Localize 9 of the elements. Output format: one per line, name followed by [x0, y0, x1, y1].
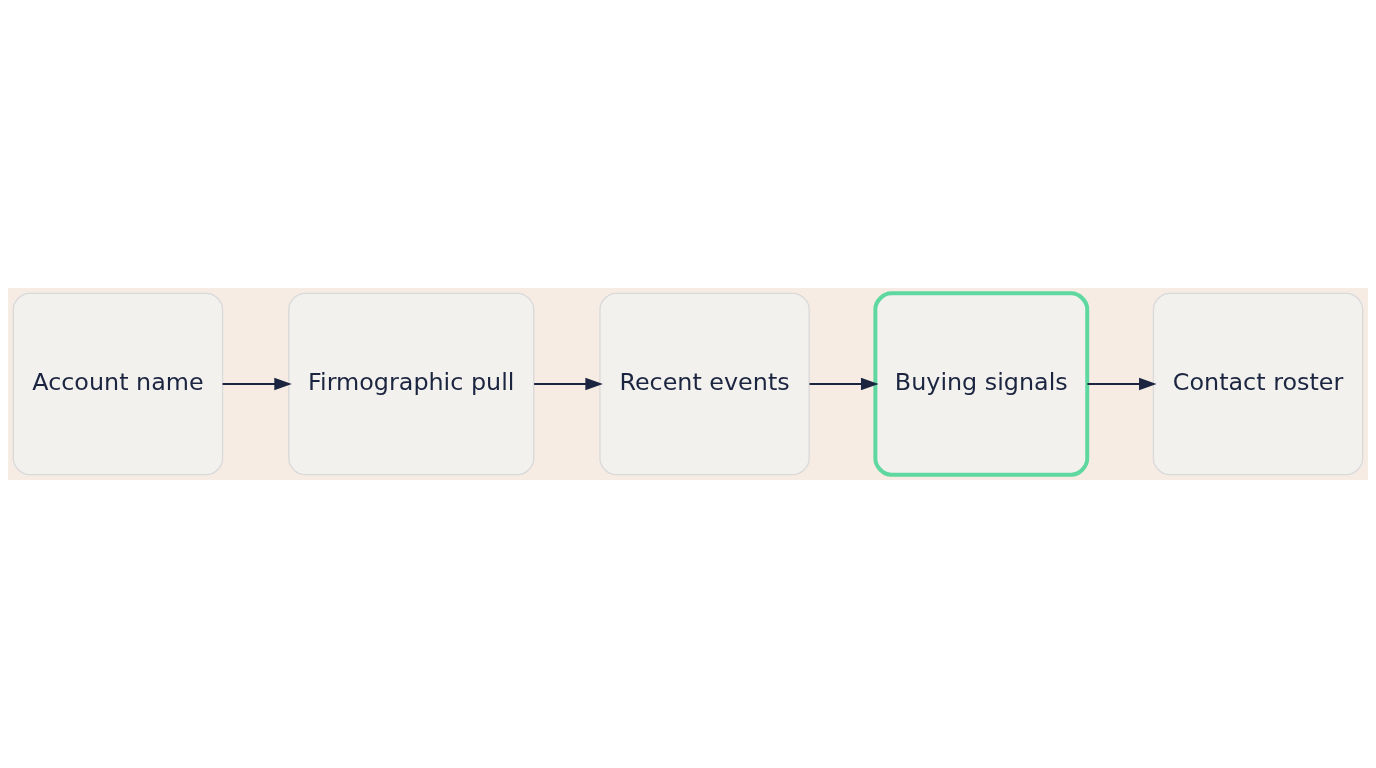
arrow — [1087, 377, 1157, 391]
node-box: Contact roster — [1152, 292, 1364, 476]
node-box: Buying signals — [873, 291, 1090, 477]
arrow — [809, 377, 879, 391]
node-box: Recent events — [599, 292, 810, 476]
arrow — [222, 377, 292, 391]
arrow — [534, 377, 603, 391]
node-box: Firmographic pull — [288, 292, 535, 476]
node-box: Account name — [12, 292, 224, 476]
